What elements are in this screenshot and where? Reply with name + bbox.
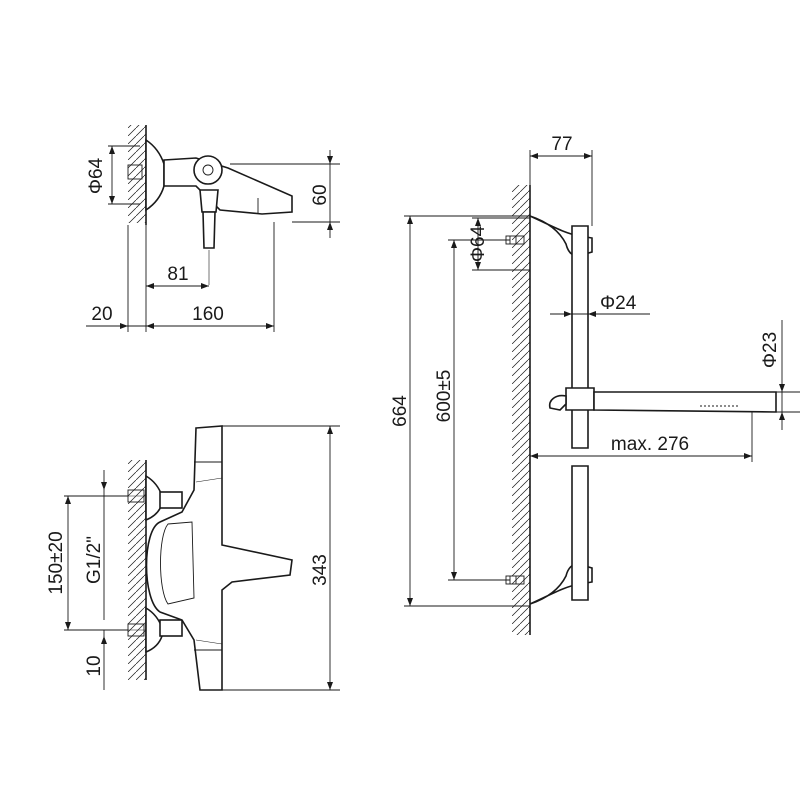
- hand-shower: [593, 391, 777, 413]
- rail-view: 77 Φ64 664 600±5 Φ24 Φ23: [390, 134, 800, 635]
- escutcheon-flange: [145, 138, 165, 212]
- dim-rail-total-height: 664: [390, 395, 411, 427]
- dim-top-wall-offset: 20: [91, 304, 112, 325]
- handle-knob: [193, 155, 223, 185]
- slide-rail-lower: [571, 465, 589, 601]
- dim-rail-diameter: Φ24: [600, 293, 637, 314]
- front-mixer-body: [145, 425, 293, 691]
- dim-rail-bracket-diameter: Φ64: [468, 225, 489, 262]
- dim-top-length: 160: [192, 304, 224, 325]
- dim-bottom-offset: 10: [84, 655, 105, 676]
- front-view: 150±20 G1/2" 10 343: [46, 425, 340, 691]
- dim-bottom-centres: 150±20: [46, 531, 67, 594]
- rail-wall-hatch: [512, 185, 530, 635]
- slider-holder: [565, 387, 595, 411]
- front-wall-hatch: [128, 460, 146, 680]
- dim-rail-width: 77: [551, 134, 572, 155]
- dim-top-diameter: Φ64: [86, 157, 107, 194]
- slide-rail-upper: [571, 225, 589, 449]
- wall-hatch: [128, 125, 146, 223]
- dim-bottom-height: 343: [310, 554, 331, 586]
- dim-top-spout-offset: 81: [167, 264, 188, 285]
- mixer-body: [163, 157, 293, 215]
- dim-rail-bracket-distance: 600±5: [434, 370, 455, 423]
- dim-bottom-thread: G1/2": [84, 536, 105, 584]
- dim-top-height: 60: [310, 184, 331, 205]
- side-view: Φ64 60 81 20 160: [86, 125, 340, 332]
- dim-handshower-diameter: Φ23: [760, 332, 781, 368]
- dim-max-reach: max. 276: [611, 434, 689, 455]
